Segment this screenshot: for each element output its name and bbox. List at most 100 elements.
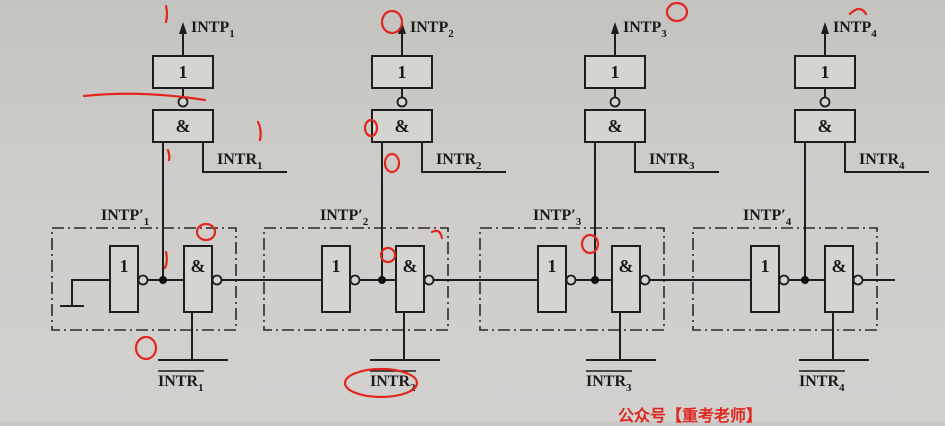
bottom-request-label-base: INTR bbox=[586, 373, 626, 390]
inverter-gate-label: 1 bbox=[761, 256, 770, 276]
output-label: INTP2 bbox=[410, 19, 454, 40]
and-gate-label: & bbox=[818, 116, 833, 136]
inversion-bubble bbox=[177, 96, 189, 108]
output-arrowhead bbox=[821, 22, 829, 34]
inversion-bubble bbox=[137, 274, 149, 286]
priority-label-prime: ′ bbox=[358, 207, 363, 224]
chain-and-gate bbox=[183, 245, 213, 313]
bottom-request-label: INTR3 bbox=[586, 373, 632, 394]
request-label: INTR4 bbox=[859, 151, 905, 172]
stage-frame bbox=[51, 227, 237, 331]
request-label: INTR1 bbox=[217, 151, 263, 172]
priority-label-sub: 4 bbox=[786, 216, 792, 228]
output-arrowhead bbox=[179, 22, 187, 34]
annotation-circle bbox=[580, 233, 600, 255]
chain-and-gate bbox=[395, 245, 425, 313]
request-wire bbox=[634, 142, 719, 173]
request-label: INTR2 bbox=[436, 151, 482, 172]
output-label: INTP3 bbox=[623, 19, 667, 40]
priority-label-base: INTP bbox=[320, 207, 358, 224]
chain-and-gate-label: & bbox=[832, 256, 847, 276]
priority-label-sub: 2 bbox=[363, 216, 369, 228]
annotation-circle bbox=[363, 118, 379, 138]
annotation-stroke bbox=[256, 120, 262, 142]
annotation-arc bbox=[430, 229, 444, 240]
or-gate bbox=[584, 55, 646, 89]
or-gate-label: 1 bbox=[821, 62, 830, 82]
annotation-stroke bbox=[163, 250, 168, 270]
request-label-base: INTR bbox=[859, 151, 899, 168]
output-label-sub: 4 bbox=[871, 28, 877, 40]
bottom-request-label: INTR1 bbox=[158, 373, 204, 394]
bottom-request-label-base: INTR bbox=[158, 373, 198, 390]
request-label-base: INTR bbox=[217, 151, 257, 168]
output-label-sub: 2 bbox=[448, 28, 454, 40]
stage-frame bbox=[692, 227, 878, 331]
or-gate bbox=[371, 55, 433, 89]
inversion-bubble bbox=[852, 274, 864, 286]
inversion-bubble bbox=[396, 96, 408, 108]
priority-label: INTP′2 bbox=[320, 207, 369, 228]
request-wire bbox=[421, 142, 506, 173]
request-label-base: INTR bbox=[436, 151, 476, 168]
bottom-request-label-base: INTR bbox=[799, 373, 839, 390]
request-label-base: INTR bbox=[649, 151, 689, 168]
request-label-sub: 1 bbox=[257, 160, 263, 172]
request-label: INTR3 bbox=[649, 151, 695, 172]
inversion-bubble bbox=[639, 274, 651, 286]
junction-dot bbox=[378, 276, 386, 284]
annotation-circle bbox=[665, 1, 689, 23]
or-gate-label: 1 bbox=[398, 62, 407, 82]
priority-label: INTP′3 bbox=[533, 207, 582, 228]
inversion-bubble bbox=[778, 274, 790, 286]
output-label-base: INTP bbox=[410, 19, 448, 36]
and-gate bbox=[152, 109, 214, 143]
or-gate-label: 1 bbox=[179, 62, 188, 82]
priority-label-base: INTP bbox=[533, 207, 571, 224]
bottom-request-label-sub: 1 bbox=[198, 382, 204, 394]
junction-dot bbox=[591, 276, 599, 284]
annotation-arc bbox=[848, 7, 868, 16]
bottom-request-label-sub: 2 bbox=[410, 382, 416, 394]
annotation-underline bbox=[82, 92, 207, 102]
bottom-request-label-base: INTR bbox=[370, 373, 410, 390]
inversion-bubble bbox=[349, 274, 361, 286]
output-label-sub: 1 bbox=[229, 28, 235, 40]
bottom-request-label-sub: 4 bbox=[839, 382, 845, 394]
chain-and-gate-label: & bbox=[403, 256, 418, 276]
request-label-sub: 4 bbox=[899, 160, 905, 172]
inversion-bubble bbox=[211, 274, 223, 286]
stages-layer: INTP11&INTR1INTP′11&INTR1INTP21&INTR2INT… bbox=[51, 19, 929, 394]
or-gate bbox=[152, 55, 214, 89]
priority-label-sub: 3 bbox=[576, 216, 582, 228]
request-wire bbox=[202, 142, 287, 173]
and-gate bbox=[371, 109, 433, 143]
and-gate-label: & bbox=[176, 116, 191, 136]
priority-label-prime: ′ bbox=[571, 207, 576, 224]
and-gate-label: & bbox=[395, 116, 410, 136]
annotation-circle bbox=[383, 152, 401, 174]
ground-wire bbox=[71, 279, 110, 306]
priority-label: INTP′1 bbox=[101, 207, 149, 228]
request-wire bbox=[844, 142, 929, 173]
chain-and-gate-label: & bbox=[191, 256, 206, 276]
inversion-bubble bbox=[819, 96, 831, 108]
inverter-gate bbox=[321, 245, 351, 313]
stage-frame bbox=[263, 227, 449, 331]
annotation-circle bbox=[343, 367, 419, 399]
priority-label-prime: ′ bbox=[139, 207, 144, 224]
watermark-text: 公众号【重考老师】 bbox=[618, 406, 763, 425]
request-label-sub: 3 bbox=[689, 160, 695, 172]
output-label-base: INTP bbox=[191, 19, 229, 36]
annotation-circle bbox=[380, 9, 404, 35]
inversion-bubble bbox=[423, 274, 435, 286]
annotation-stroke bbox=[166, 148, 171, 162]
output-label-base: INTP bbox=[623, 19, 661, 36]
output-arrowhead bbox=[611, 22, 619, 34]
and-gate-label: & bbox=[608, 116, 623, 136]
output-label: INTP4 bbox=[833, 19, 877, 40]
